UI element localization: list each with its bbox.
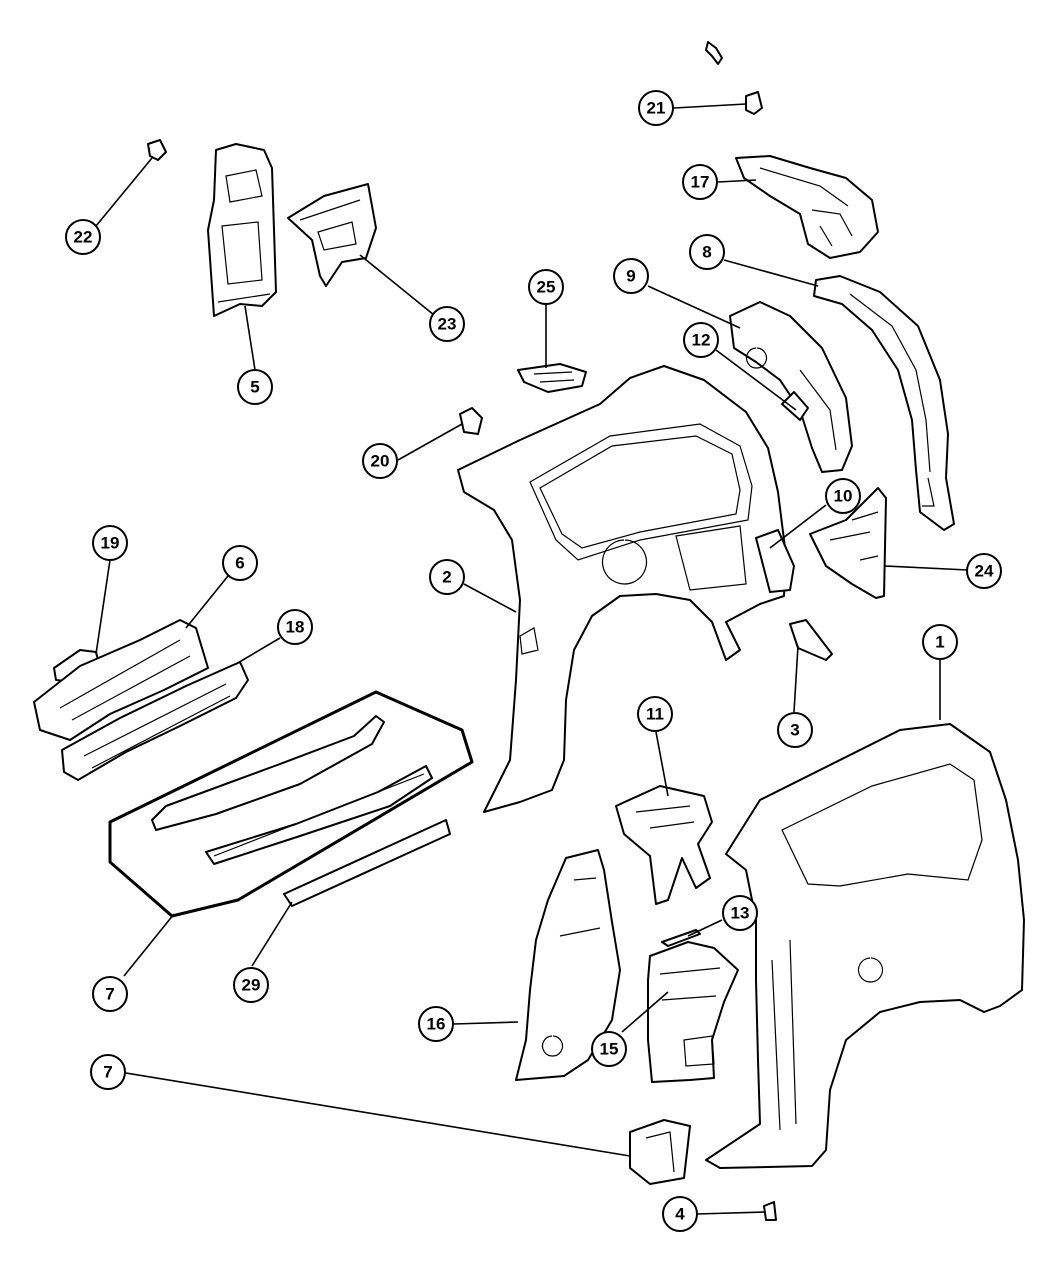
svg-text:11: 11 bbox=[646, 705, 664, 724]
part-4-clip bbox=[763, 1201, 777, 1221]
svg-text:19: 19 bbox=[101, 534, 120, 553]
callout-12: 12 bbox=[683, 322, 719, 358]
part-3-bracket bbox=[789, 619, 833, 661]
svg-text:1: 1 bbox=[935, 633, 944, 652]
callout-2: 2 bbox=[429, 559, 465, 595]
part-18-rail bbox=[61, 661, 249, 781]
svg-text:5: 5 bbox=[250, 378, 259, 397]
svg-text:7: 7 bbox=[103, 1063, 112, 1082]
svg-text:4: 4 bbox=[675, 1205, 685, 1224]
svg-text:6: 6 bbox=[235, 554, 244, 573]
callout-1: 1 bbox=[922, 624, 958, 660]
callout-7-lower: 7 bbox=[90, 1054, 126, 1090]
callout-22: 22 bbox=[65, 219, 101, 255]
callout-29: 29 bbox=[233, 967, 269, 1003]
callout-7-upper: 7 bbox=[92, 976, 128, 1012]
callout-3: 3 bbox=[777, 712, 813, 748]
part-6-rail bbox=[33, 619, 209, 741]
callout-13: 13 bbox=[722, 895, 758, 931]
part-11-pillar-bracket bbox=[615, 785, 713, 905]
svg-text:25: 25 bbox=[537, 278, 556, 297]
part-20-bracket bbox=[459, 407, 483, 435]
callout-20: 20 bbox=[362, 443, 398, 479]
svg-text:22: 22 bbox=[74, 228, 93, 247]
part-5-pillar-inner bbox=[207, 143, 277, 317]
part-23-panel bbox=[287, 183, 377, 287]
callout-25: 25 bbox=[528, 269, 564, 305]
part-10-reinforcement bbox=[755, 529, 795, 593]
svg-text:10: 10 bbox=[834, 487, 853, 506]
callout-19: 19 bbox=[92, 525, 128, 561]
part-29-filler-strip bbox=[283, 819, 451, 907]
callout-15: 15 bbox=[591, 1031, 627, 1067]
callout-24: 24 bbox=[966, 553, 1002, 589]
part-clip-top bbox=[705, 41, 723, 65]
svg-text:23: 23 bbox=[438, 315, 457, 334]
svg-text:24: 24 bbox=[975, 562, 994, 581]
callout-21: 21 bbox=[638, 90, 674, 126]
svg-text:12: 12 bbox=[692, 331, 711, 350]
svg-text:7: 7 bbox=[105, 985, 114, 1004]
part-15-inner-panel bbox=[647, 941, 739, 1083]
callout-5: 5 bbox=[237, 369, 273, 405]
svg-text:2: 2 bbox=[442, 568, 451, 587]
part-24-corner-panel bbox=[809, 487, 887, 599]
part-21-bracket bbox=[745, 91, 763, 115]
svg-text:20: 20 bbox=[371, 452, 390, 471]
svg-text:13: 13 bbox=[731, 904, 750, 923]
callout-18: 18 bbox=[277, 609, 313, 645]
part-1-body-side-outer bbox=[705, 723, 1025, 1169]
part-25-panel bbox=[517, 363, 587, 393]
part-9-wheelhouse-inner bbox=[729, 301, 853, 473]
svg-text:3: 3 bbox=[790, 721, 799, 740]
part-2-body-side-inner bbox=[457, 365, 787, 813]
svg-text:8: 8 bbox=[702, 243, 711, 262]
part-7-lower-bracket bbox=[629, 1119, 691, 1185]
callout-11: 11 bbox=[637, 696, 673, 732]
callout-23: 23 bbox=[429, 306, 465, 342]
callout-4: 4 bbox=[662, 1196, 698, 1232]
leader-lines bbox=[95, 103, 969, 1215]
part-17-reinforcement bbox=[735, 155, 879, 259]
svg-text:16: 16 bbox=[427, 1015, 446, 1034]
callout-8: 8 bbox=[689, 234, 725, 270]
part-16-wheelhouse-extension bbox=[515, 849, 621, 1081]
part-22-bracket bbox=[147, 139, 167, 161]
svg-text:17: 17 bbox=[691, 173, 710, 192]
callout-10: 10 bbox=[825, 478, 861, 514]
svg-text:21: 21 bbox=[647, 99, 666, 118]
callout-6: 6 bbox=[222, 545, 258, 581]
callout-17: 17 bbox=[682, 164, 718, 200]
svg-text:15: 15 bbox=[600, 1040, 619, 1059]
callout-16: 16 bbox=[418, 1006, 454, 1042]
part-7-sill-assembly-group bbox=[108, 690, 474, 918]
callout-9: 9 bbox=[613, 258, 649, 294]
svg-text:29: 29 bbox=[242, 976, 261, 995]
part-12-bracket bbox=[781, 391, 809, 421]
svg-text:18: 18 bbox=[286, 618, 305, 637]
part-8-wheelhouse-outer bbox=[813, 275, 955, 531]
svg-text:9: 9 bbox=[626, 267, 635, 286]
